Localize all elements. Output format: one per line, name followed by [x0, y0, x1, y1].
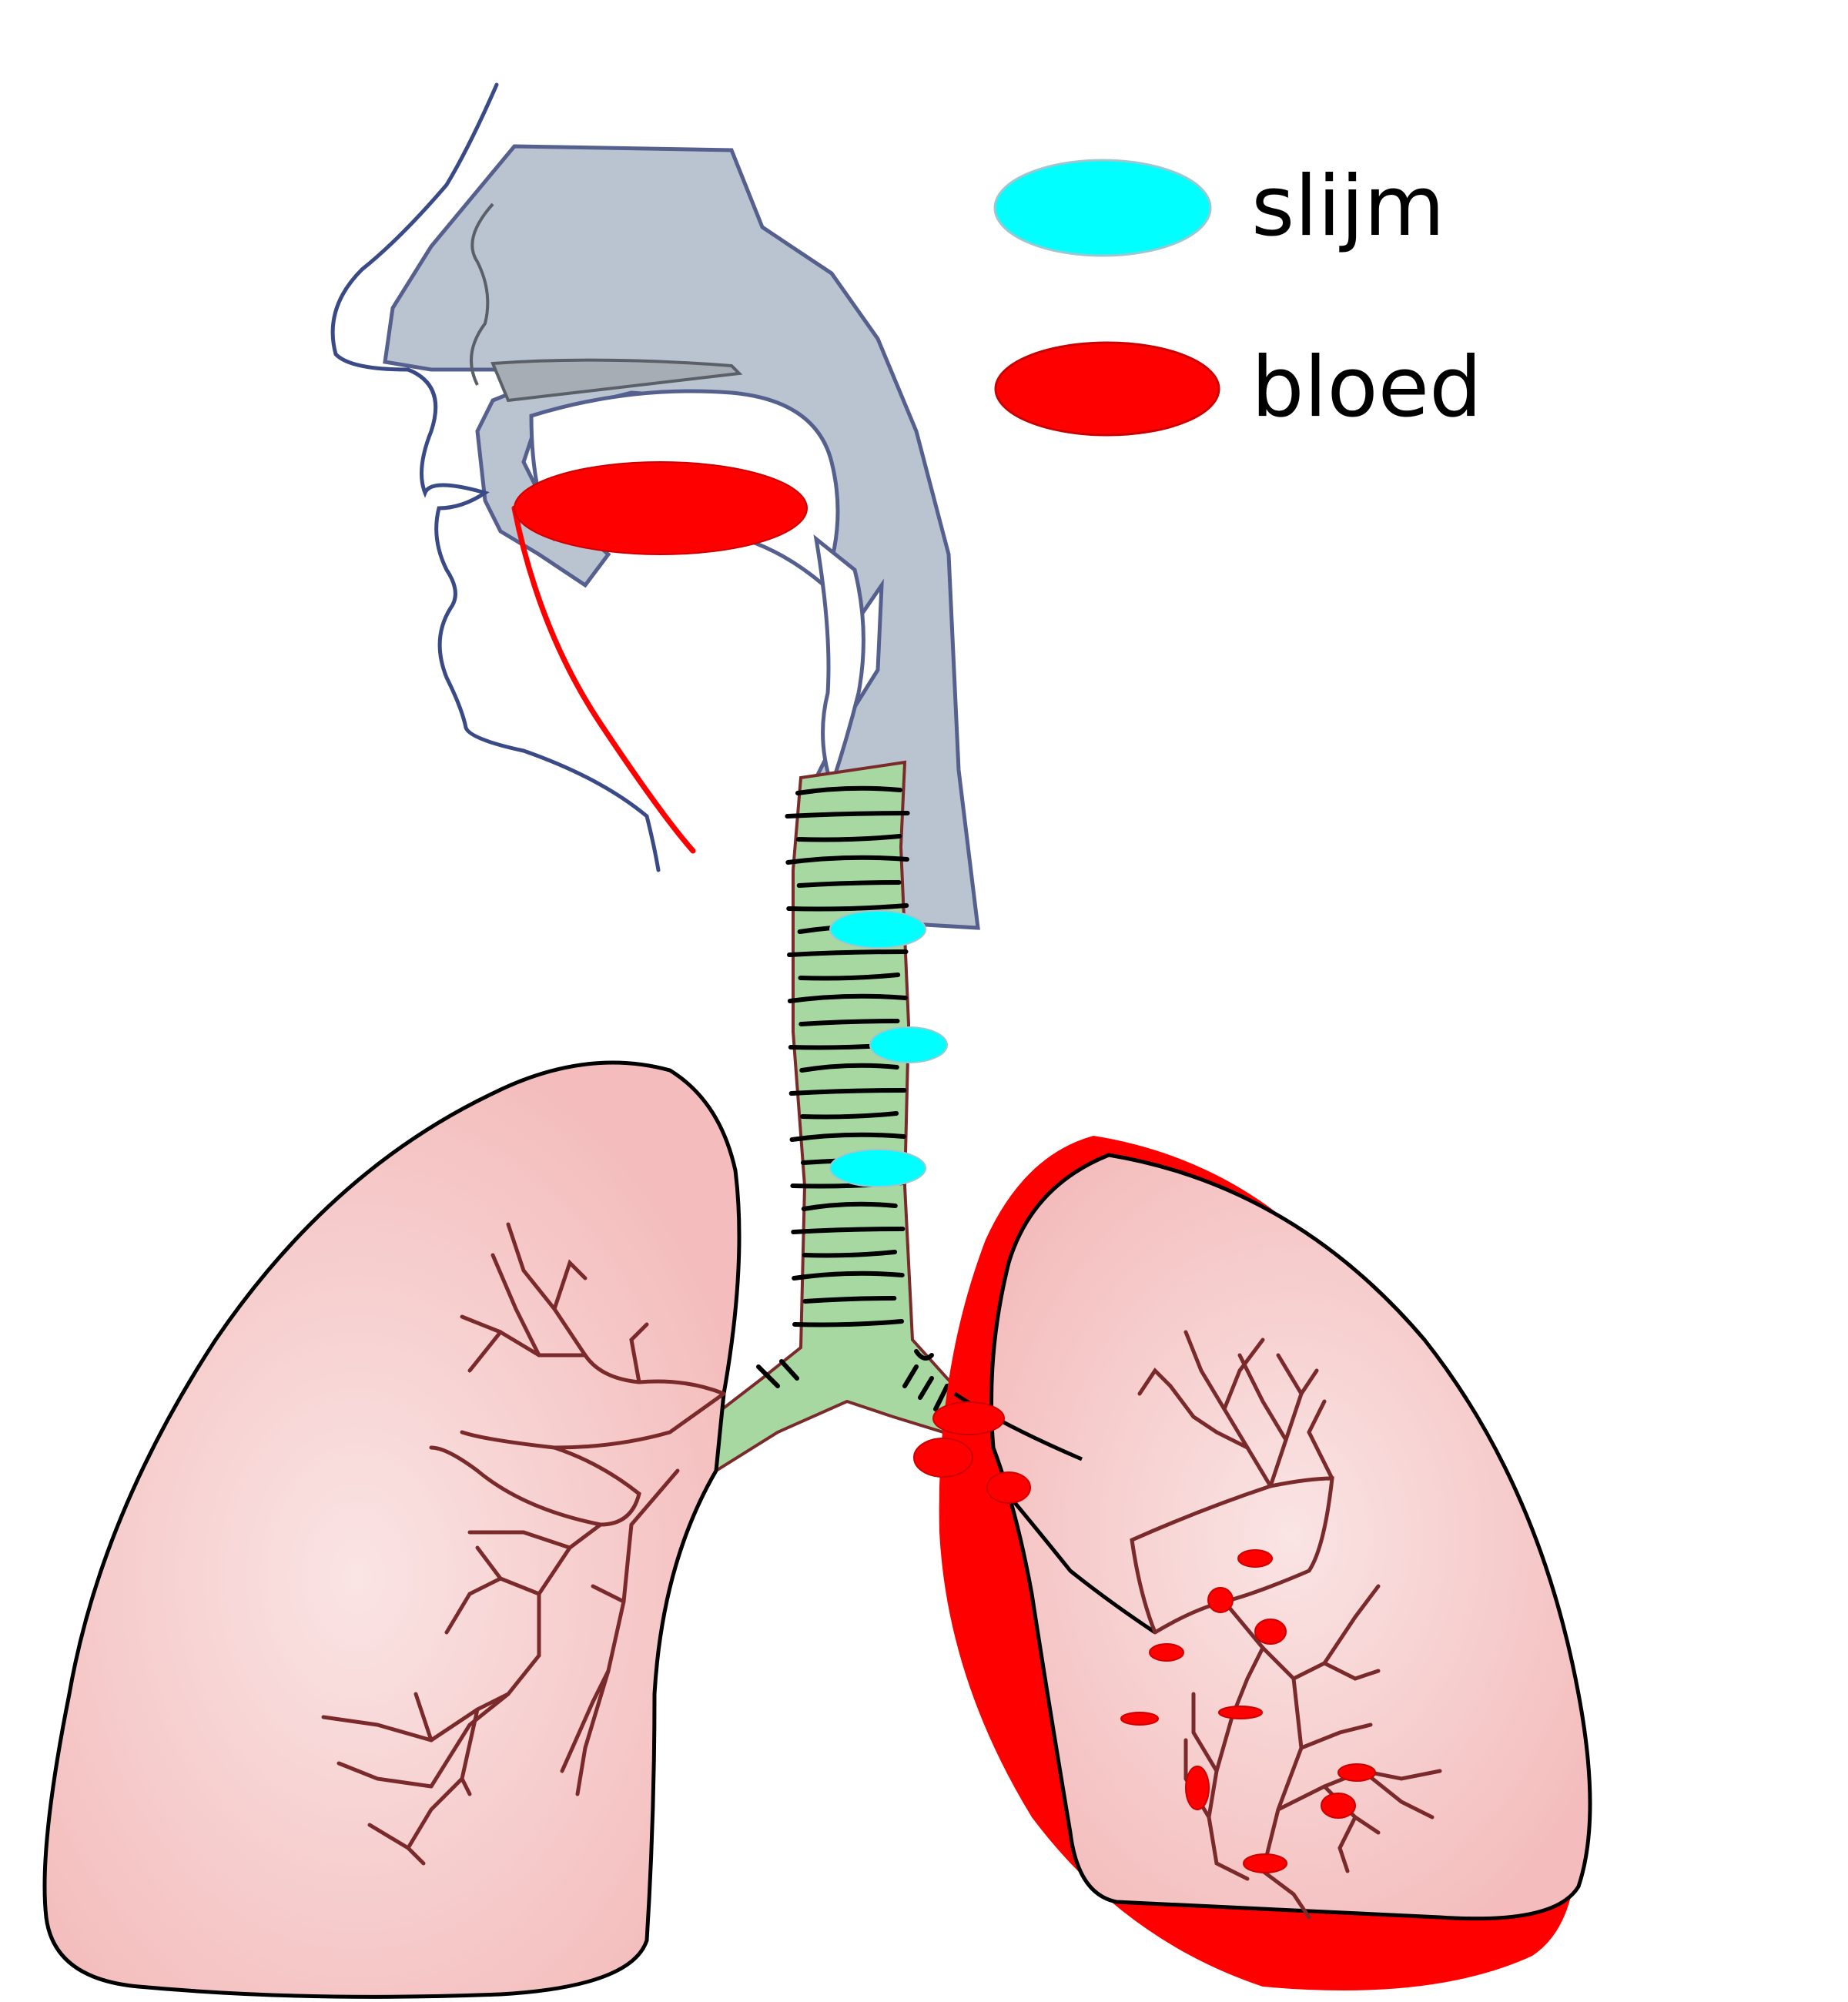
cartilage-ring	[792, 1270, 905, 1281]
blood-marker-icon	[1218, 1706, 1263, 1719]
blood-marker-icon	[1207, 1587, 1234, 1613]
blood-marker-icon	[1149, 1643, 1184, 1662]
legend-swatch-blood-icon	[994, 341, 1220, 437]
legend-label-blood: bloed	[1251, 340, 1482, 436]
blood-marker-icon	[1254, 1619, 1287, 1645]
cartilage-ring	[796, 880, 902, 888]
blood-marker-icon	[1185, 1766, 1210, 1810]
cartilage-ring	[785, 855, 909, 865]
mucus-markers	[829, 910, 948, 1187]
cartilage-ring	[802, 1250, 898, 1258]
cartilage-ring	[914, 1349, 934, 1361]
blood-marker-icon	[1243, 1853, 1287, 1873]
blood-marker-icon	[1337, 1763, 1376, 1782]
legend-swatch-mucus-icon	[993, 159, 1212, 257]
cartilage-ring	[786, 903, 909, 912]
blood-marker-icon	[932, 1401, 1005, 1435]
blood-markers	[514, 461, 1376, 1873]
mucus-marker-icon	[829, 1149, 926, 1187]
cartilage-ring	[918, 1376, 934, 1400]
cartilage-ring	[791, 1227, 906, 1234]
face-profile	[330, 82, 661, 872]
cartilage-ring	[788, 1088, 907, 1096]
mucus-marker-icon	[829, 910, 926, 949]
cartilage-ring	[933, 1384, 949, 1411]
left-lung	[42, 1060, 742, 1999]
cartilage-ring	[801, 1201, 898, 1211]
cartilage-ring	[798, 973, 901, 981]
cartilage-ring	[792, 1319, 904, 1327]
blood-marker-icon	[514, 461, 808, 555]
cartilage-ring	[787, 993, 908, 1003]
blood-marker-icon	[1321, 1793, 1356, 1819]
hard-palate	[490, 358, 743, 403]
cartilage-ring	[800, 1111, 899, 1120]
blood-marker-icon	[986, 1471, 1031, 1504]
left-bronchial-tree	[321, 1222, 726, 1866]
legend	[993, 159, 1220, 437]
cartilage-ring	[799, 1063, 899, 1073]
blood-marker-icon	[913, 1438, 973, 1478]
blood-streak	[511, 505, 696, 854]
cartilage-ring	[785, 811, 910, 819]
cartilage-ring	[787, 949, 909, 957]
cartilage-ring	[795, 785, 902, 795]
blood-marker-icon	[1237, 1549, 1273, 1568]
blood-marker-icon	[1120, 1712, 1159, 1726]
cartilage-ring	[795, 834, 902, 842]
cartilage-ring	[902, 1364, 919, 1388]
cartilage-ring	[798, 1019, 900, 1026]
cartilage-rings	[756, 785, 949, 1411]
cartilage-ring	[756, 1364, 780, 1388]
cartilage-ring	[779, 1359, 799, 1381]
right-bronchus-lines	[953, 1391, 1157, 1635]
mucus-marker-icon	[869, 1026, 948, 1063]
legend-label-mucus: slijm	[1251, 159, 1445, 255]
cartilage-ring	[789, 1132, 906, 1142]
cartilage-ring	[802, 1296, 897, 1304]
nose-bridge-line	[470, 203, 494, 386]
